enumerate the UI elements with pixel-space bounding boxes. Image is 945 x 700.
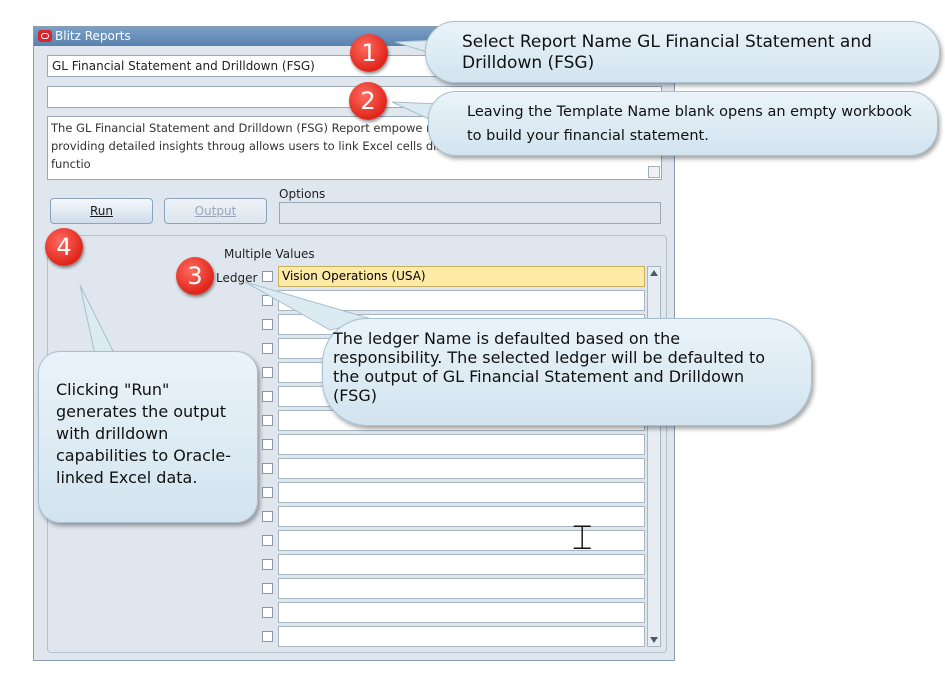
row-checkbox[interactable] — [262, 415, 273, 426]
parameter-row[interactable] — [278, 530, 645, 551]
callout-1-text: Select Report Name GL Financial Statemen… — [462, 32, 872, 73]
step-3-badge: 3 — [176, 257, 214, 295]
callout-4-text: Clicking "Run" generates the output with… — [56, 380, 232, 487]
ledger-label: Ledger — [216, 271, 258, 285]
step-4-badge: 4 — [45, 228, 83, 266]
row-checkbox[interactable] — [262, 295, 273, 306]
scroll-down-icon[interactable] — [650, 637, 658, 643]
output-button-label: Output — [194, 204, 237, 218]
multiple-values-label: Multiple Values — [224, 247, 315, 261]
ledger-field[interactable]: Vision Operations (USA) — [278, 266, 645, 287]
ledger-checkbox[interactable] — [262, 271, 273, 282]
row-checkbox[interactable] — [262, 343, 273, 354]
oracle-logo-icon — [38, 30, 52, 42]
callout-4-tail — [79, 284, 116, 356]
callout-1: Select Report Name GL Financial Statemen… — [425, 21, 940, 83]
callout-3: The ledger Name is defaulted based on th… — [322, 318, 812, 426]
parameter-row[interactable] — [278, 602, 645, 623]
options-label: Options — [279, 187, 326, 201]
row-checkbox[interactable] — [262, 559, 273, 570]
run-button[interactable]: Run — [50, 198, 153, 224]
row-checkbox[interactable] — [262, 319, 273, 330]
scroll-up-icon[interactable] — [650, 270, 658, 276]
parameter-row[interactable] — [278, 578, 645, 599]
row-checkbox[interactable] — [262, 631, 273, 642]
row-checkbox[interactable] — [262, 463, 273, 474]
row-checkbox[interactable] — [262, 535, 273, 546]
parameter-row[interactable] — [278, 554, 645, 575]
parameter-row[interactable] — [278, 626, 645, 647]
step-2-badge: 2 — [349, 82, 387, 120]
parameter-row[interactable] — [278, 434, 645, 455]
row-checkbox[interactable] — [262, 439, 273, 450]
callout-2: Leaving the Template Name blank opens an… — [428, 91, 938, 156]
output-button[interactable]: Output — [164, 198, 267, 224]
description-resize-icon[interactable] — [648, 166, 660, 178]
row-checkbox[interactable] — [262, 487, 273, 498]
callout-3-text: The ledger Name is defaulted based on th… — [333, 329, 766, 405]
text-cursor-icon: ⌶ — [572, 518, 593, 558]
row-checkbox[interactable] — [262, 367, 273, 378]
parameter-row[interactable] — [278, 482, 645, 503]
parameter-row[interactable] — [278, 506, 645, 527]
row-checkbox[interactable] — [262, 391, 273, 402]
options-field[interactable] — [279, 202, 661, 224]
callout-4: Clicking "Run" generates the output with… — [38, 351, 258, 523]
row-checkbox[interactable] — [262, 511, 273, 522]
run-button-label: Run — [89, 204, 113, 218]
callout-2-text: Leaving the Template Name blank opens an… — [467, 104, 912, 144]
step-1-badge: 1 — [350, 34, 388, 72]
window-title: Blitz Reports — [55, 29, 131, 43]
parameter-row[interactable] — [278, 458, 645, 479]
row-checkbox[interactable] — [262, 607, 273, 618]
row-checkbox[interactable] — [262, 583, 273, 594]
